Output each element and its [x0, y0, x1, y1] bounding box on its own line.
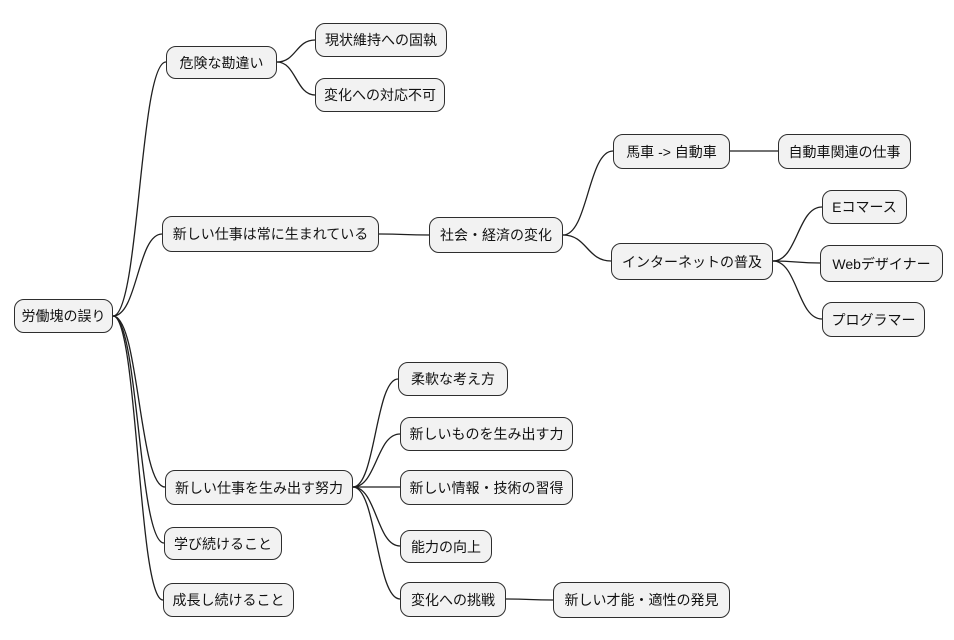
edge-effort-flexible-thinking: [352, 378, 399, 488]
edge-dangerous-status-quo-fixation: [276, 39, 316, 63]
node-keep-growing[interactable]: 成長し続けること: [163, 583, 294, 617]
node-cannot-adapt[interactable]: 変化への対応不可: [315, 78, 445, 112]
edge-internet-web-designer: [772, 260, 821, 264]
node-discover-talent[interactable]: 新しい才能・適性の発見: [553, 582, 730, 618]
edge-root-effort-create-jobs: [112, 315, 166, 488]
node-learn-info-tech[interactable]: 新しい情報・技術の習得: [400, 470, 573, 505]
node-root[interactable]: 労働塊の誤り: [14, 299, 113, 333]
node-car-related-jobs[interactable]: 自動車関連の仕事: [778, 134, 911, 169]
node-programmer[interactable]: プログラマー: [822, 302, 925, 337]
edge-challenge-discover-talent: [505, 598, 554, 601]
node-ecommerce[interactable]: Eコマース: [822, 190, 907, 224]
node-effort-create-jobs[interactable]: 新しい仕事を生み出す努力: [165, 470, 353, 505]
edge-effort-challenge-change: [352, 486, 401, 600]
edge-social-horse-to-car: [562, 150, 614, 236]
edge-internet-ecommerce: [772, 206, 823, 262]
node-flexible-thinking[interactable]: 柔軟な考え方: [398, 362, 508, 396]
node-new-jobs-always-born[interactable]: 新しい仕事は常に生まれている: [162, 216, 379, 252]
edge-dangerous-cannot-adapt: [276, 61, 316, 96]
node-dangerous-misbelief[interactable]: 危険な勘違い: [166, 46, 277, 79]
node-web-designer[interactable]: Webデザイナー: [820, 245, 943, 282]
edge-internet-programmer: [772, 260, 823, 320]
node-keep-learning[interactable]: 学び続けること: [164, 527, 282, 560]
node-horse-to-car[interactable]: 馬車 -> 自動車: [613, 134, 730, 169]
edge-effort-power-to-create: [352, 433, 401, 488]
edge-social-internet-spread: [562, 234, 612, 262]
edge-newjobs-social-economic-change: [378, 233, 430, 236]
edge-root-new-jobs-always-born: [112, 233, 163, 317]
node-status-quo-fixation[interactable]: 現状維持への固執: [315, 23, 447, 57]
node-internet-spread[interactable]: インターネットの普及: [611, 243, 773, 280]
edge-root-keep-learning: [112, 315, 165, 544]
node-improve-ability[interactable]: 能力の向上: [400, 530, 492, 563]
edge-root-keep-growing: [112, 315, 164, 601]
node-power-to-create[interactable]: 新しいものを生み出す力: [400, 417, 573, 451]
node-social-economic-change[interactable]: 社会・経済の変化: [429, 217, 563, 253]
node-challenge-change[interactable]: 変化への挑戦: [400, 582, 506, 617]
edge-root-dangerous-misbelief: [112, 61, 167, 317]
edge-effort-improve-ability: [352, 486, 401, 547]
